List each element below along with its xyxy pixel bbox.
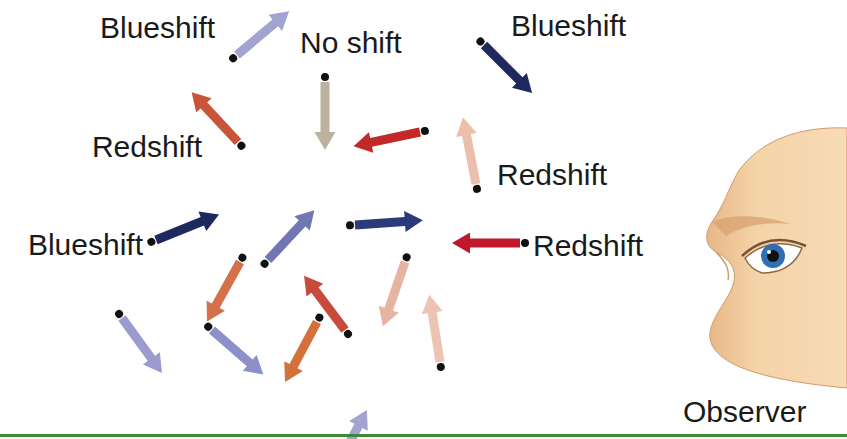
observer-face — [707, 128, 847, 388]
shift-label: Redshift — [533, 230, 643, 262]
shift-label: Blueshift — [28, 229, 143, 261]
shift-label: Redshift — [92, 131, 202, 163]
shift-label: No shift — [300, 27, 402, 59]
bottom-rule — [0, 434, 847, 437]
shift-label: Blueshift — [511, 10, 626, 42]
gas-particle-arrows — [108, 3, 539, 439]
shift-label: Redshift — [497, 159, 607, 191]
observer-label: Observer — [683, 396, 806, 428]
shift-label: Blueshift — [100, 12, 215, 44]
